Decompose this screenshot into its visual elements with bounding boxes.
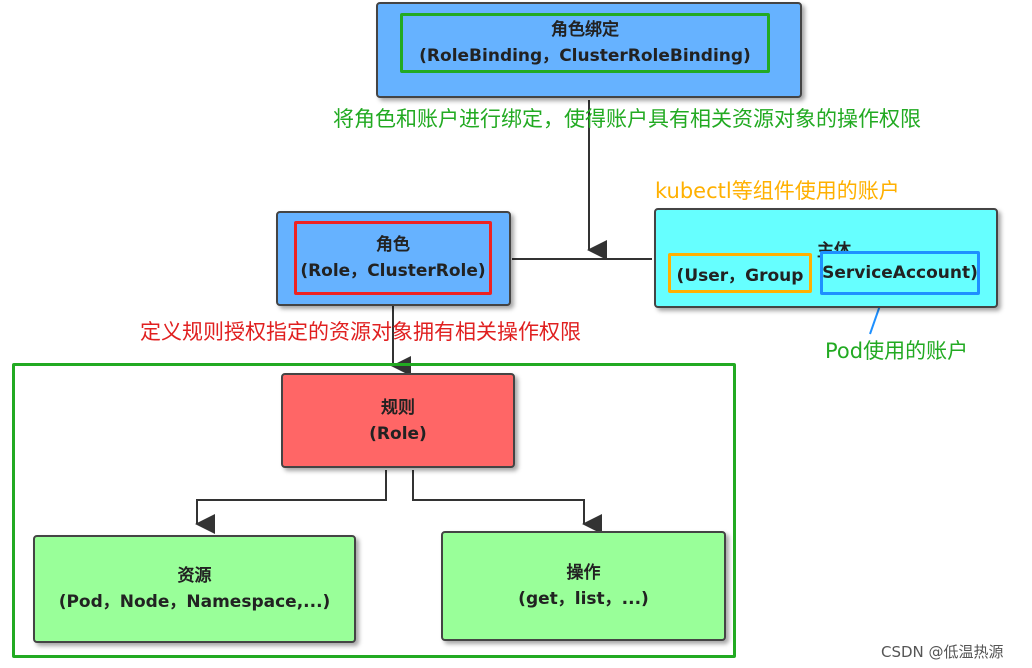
binding-note: 将角色和账户进行绑定，使得账户具有相关资源对象的操作权限: [333, 107, 921, 131]
rule-node: 规则 (Role): [281, 373, 515, 468]
kubectl-note: kubectl等组件使用的账户: [655, 179, 900, 203]
watermark: CSDN @低温热源: [881, 643, 1004, 661]
subject-service-account: ServiceAccount): [822, 263, 978, 283]
pod-note: Pod使用的账户: [825, 339, 969, 363]
resource-subtitle: (Pod，Node，Namespace,...): [58, 592, 331, 612]
rule-to-operation-arrow: [412, 470, 602, 534]
subject-user-group: (User，Group: [676, 265, 804, 286]
rule-to-resource-arrow: [195, 470, 387, 534]
operation-subtitle: (get，list，...): [518, 589, 649, 609]
operation-title: 操作: [566, 563, 601, 583]
role-title: 角色: [376, 235, 410, 255]
role-node: [276, 211, 511, 306]
operation-node: 操作 (get，list，...): [441, 531, 726, 641]
role-subtitle: (Role，ClusterRole): [300, 261, 486, 281]
resource-title: 资源: [177, 566, 212, 586]
rule-subtitle: (Role): [369, 423, 427, 444]
rule-group-frame: [12, 363, 736, 658]
rule-title: 规则: [381, 397, 415, 418]
role-highlight: 角色 (Role，ClusterRole): [294, 221, 492, 295]
role-binding-title: 角色绑定: [551, 20, 619, 40]
role-binding-subtitle: (RoleBinding，ClusterRoleBinding): [419, 46, 751, 66]
service-account-highlight: ServiceAccount): [820, 251, 980, 295]
resource-node: 资源 (Pod，Node，Namespace,...): [33, 535, 356, 643]
user-group-highlight: (User，Group: [668, 253, 812, 293]
role-binding-node: [376, 2, 802, 98]
role-note: 定义规则授权指定的资源对象拥有相关操作权限: [140, 320, 581, 344]
role-binding-highlight: 角色绑定 (RoleBinding，ClusterRoleBinding): [400, 13, 770, 73]
